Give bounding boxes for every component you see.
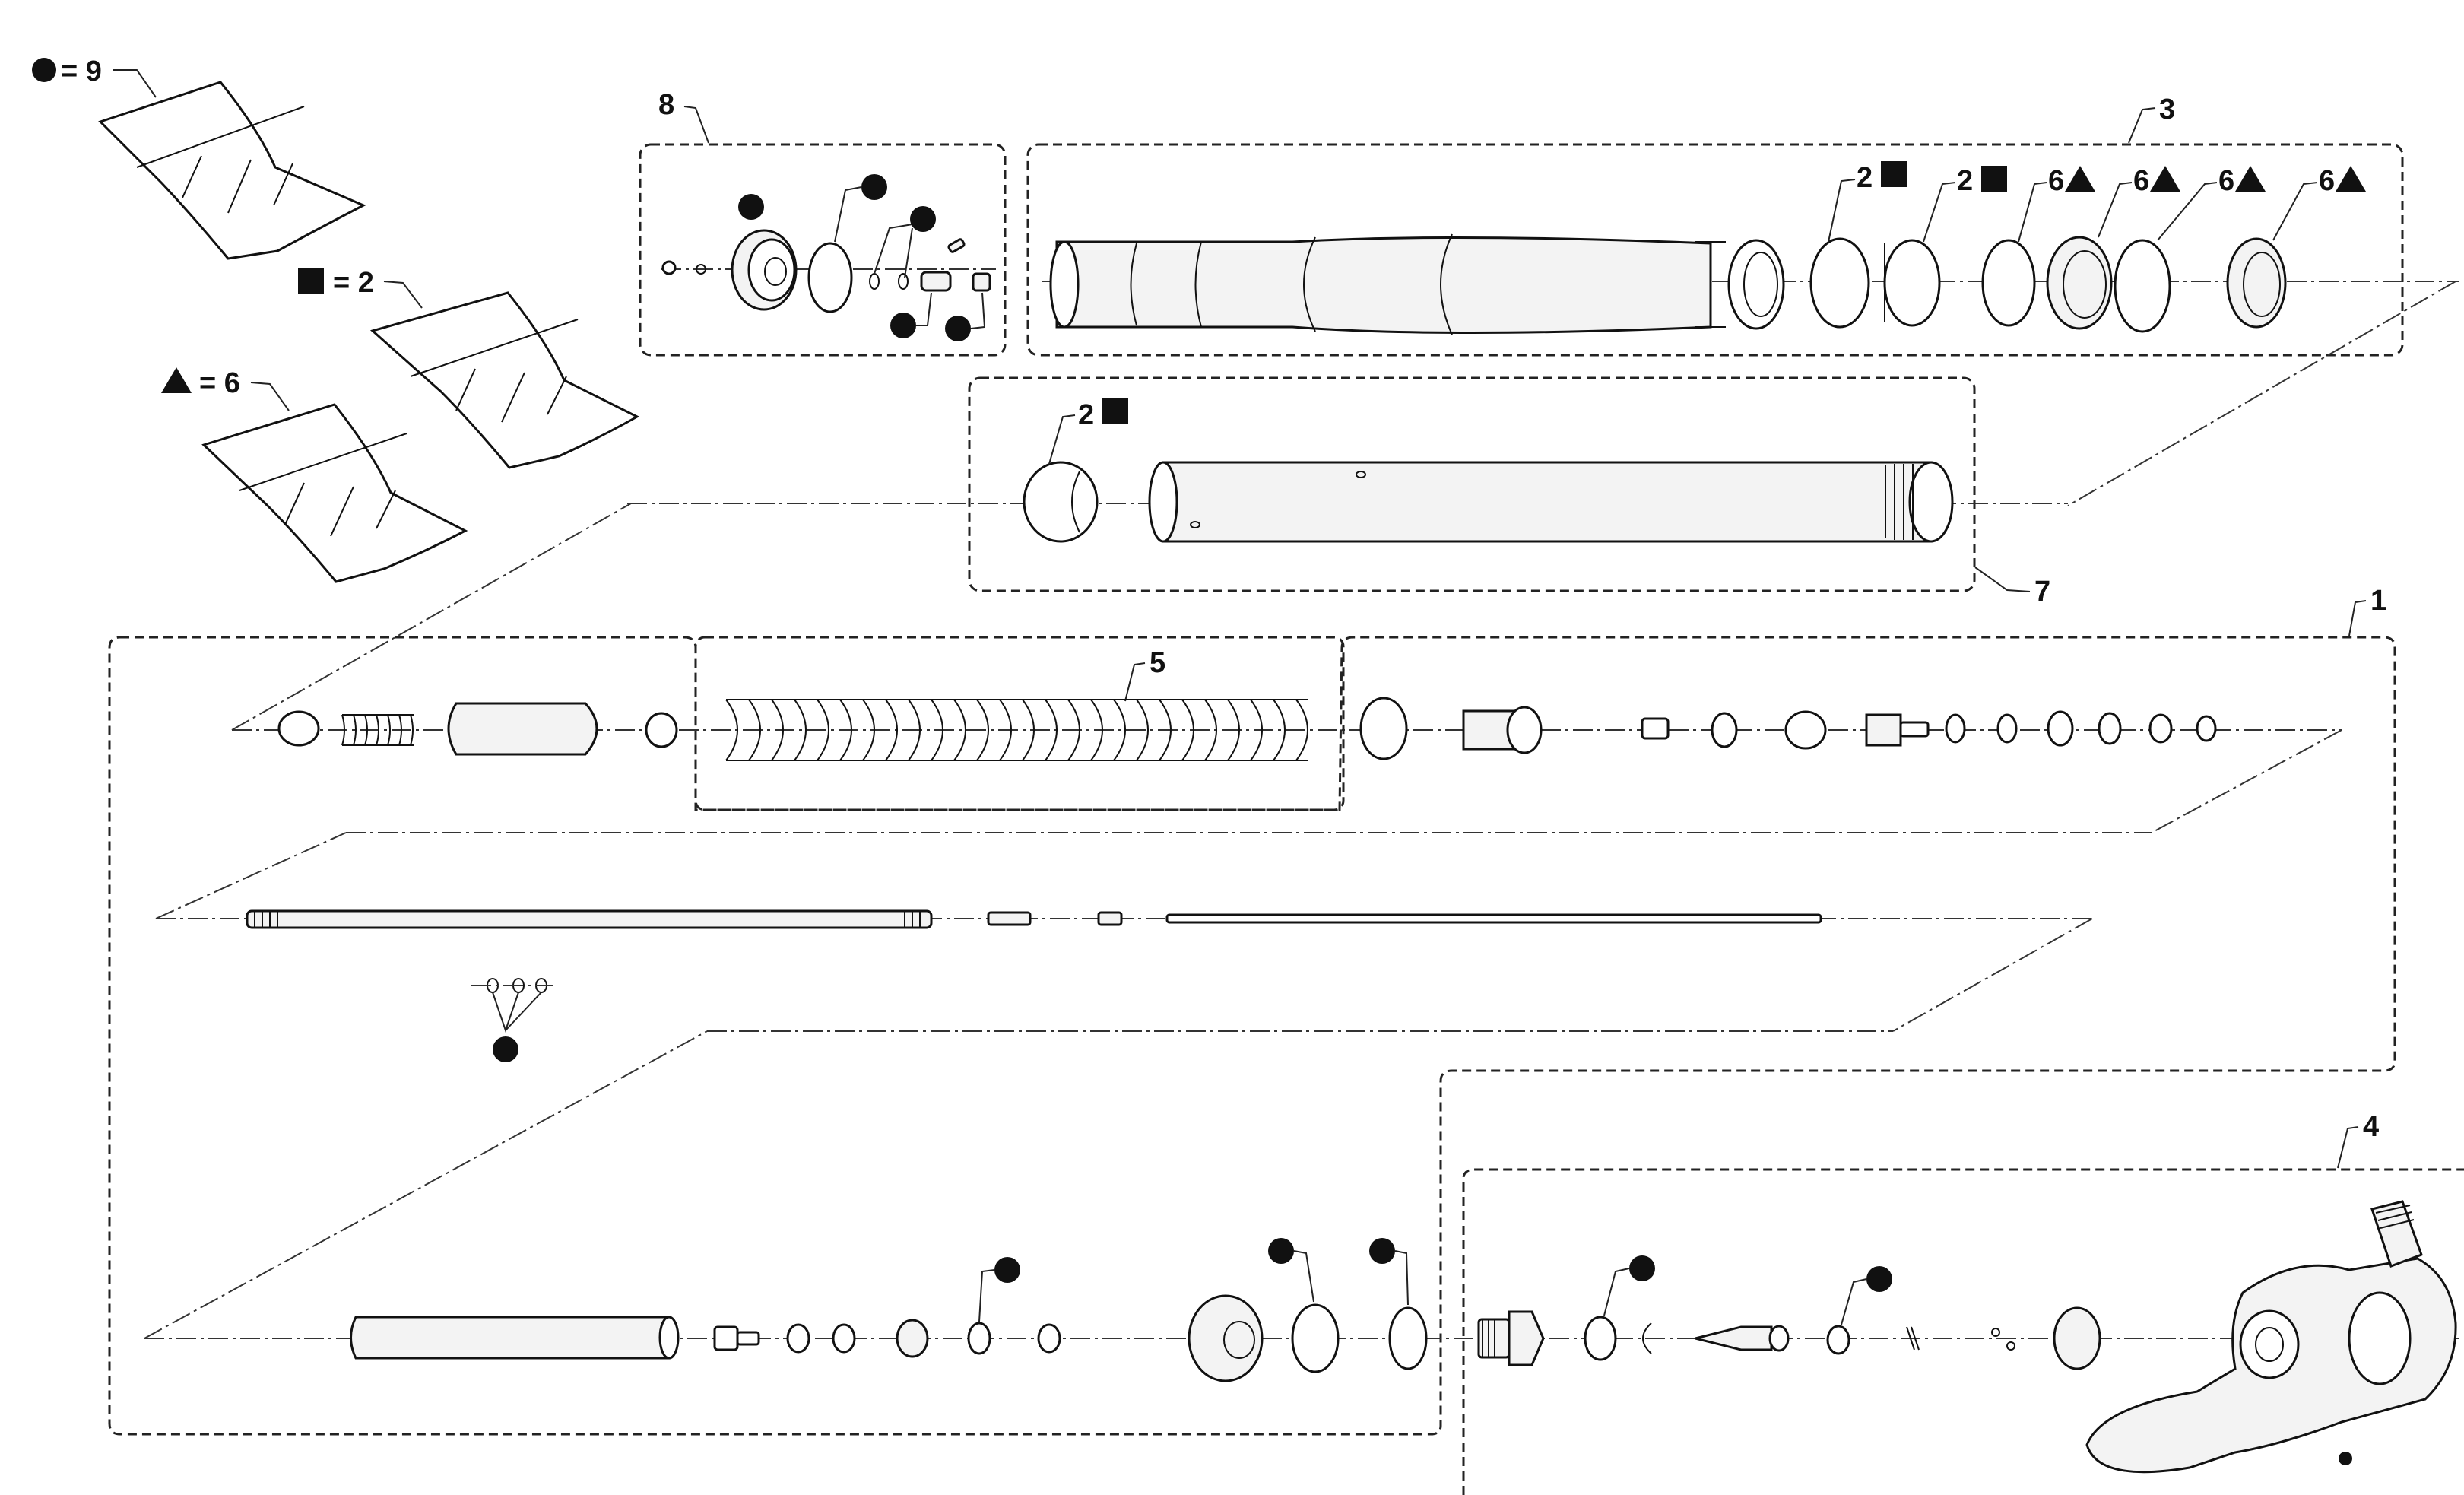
legend-circle: = 9	[32, 56, 157, 98]
threaded-adjuster	[1477, 1310, 1545, 1366]
circle-marker-icon	[1866, 1266, 1892, 1292]
seal-6a	[1981, 239, 2036, 327]
group-3-box: 3 2 2 6 6 6 6	[1026, 94, 2459, 506]
group-5-label: 5	[1150, 647, 1165, 679]
legend-square-label: = 2	[333, 267, 374, 299]
triangle-marker-icon	[2150, 166, 2180, 192]
square-marker-icon	[1102, 398, 1128, 424]
main-spring	[725, 699, 1308, 761]
circle-marker-icon	[738, 194, 764, 220]
circle-marker-icon	[994, 1257, 1020, 1283]
group-7-box: 7 2	[627, 376, 2068, 608]
small-spring	[341, 714, 414, 746]
triangle-marker-icon	[2235, 166, 2266, 192]
needle-valve	[1695, 1325, 1773, 1351]
spring-spacer	[447, 702, 598, 756]
compression-valve	[1188, 1294, 1264, 1382]
end-cap	[2053, 1306, 2101, 1370]
circle-symbol-icon	[32, 58, 56, 82]
parts-bag-circle	[98, 81, 366, 260]
bottom-out-lug	[2085, 1200, 2457, 1474]
o-ring-row3	[967, 1322, 991, 1355]
circle-marker-icon	[861, 174, 887, 200]
legend-circle-label: = 9	[61, 56, 102, 87]
seal-6d	[2226, 237, 2287, 329]
circle-marker-icon	[1268, 1238, 1294, 1264]
needle-rod	[1165, 913, 1822, 924]
triangle-symbol-icon	[161, 367, 192, 393]
group-4-label: 4	[2363, 1111, 2379, 1143]
seal-6b	[2046, 236, 2113, 330]
callout-6: 6	[2218, 165, 2234, 197]
group-4-box: 4	[1462, 1111, 2464, 1495]
group-1-label: 1	[2370, 585, 2386, 617]
square-marker-icon	[1881, 161, 1907, 187]
o-ring-a	[1291, 1303, 1340, 1373]
circle-marker-icon	[1629, 1255, 1655, 1281]
group-7-label: 7	[2034, 576, 2050, 608]
circle-marker-icon	[493, 1036, 518, 1062]
triangle-marker-icon	[2065, 166, 2095, 192]
callout-6: 6	[2319, 165, 2335, 197]
circle-marker-icon	[1369, 1238, 1395, 1264]
damper-rod	[246, 909, 933, 929]
triangle-marker-icon	[2336, 166, 2366, 192]
bushing-2b	[1883, 239, 1941, 327]
square-symbol-icon	[298, 268, 324, 294]
ring-2a	[1809, 237, 1870, 329]
upper-tube	[1055, 236, 1712, 334]
base-valve-tube	[350, 1316, 671, 1360]
circle-marker-icon	[890, 313, 916, 338]
callout-2: 2	[1078, 399, 1094, 431]
square-marker-icon	[1981, 166, 2007, 192]
parts-bag-square	[369, 291, 640, 469]
callout-6: 6	[2048, 165, 2064, 197]
o-ring-b	[1388, 1306, 1428, 1370]
legend-square: = 2	[298, 267, 423, 309]
group-8-label: 8	[658, 89, 674, 121]
callout-2: 2	[1957, 165, 1973, 197]
bushing-7	[1023, 461, 1099, 543]
callout-2: 2	[1857, 162, 1873, 194]
legend-triangle: = 6	[161, 367, 290, 411]
damper-tube	[1162, 461, 1933, 543]
adjuster-knob	[1865, 713, 1902, 747]
o-ring-8	[807, 242, 853, 313]
circle-marker-icon	[910, 206, 936, 232]
group-1-box: 1 5	[108, 503, 2459, 1436]
circle-marker-icon	[945, 316, 971, 341]
group-3-label: 3	[2159, 94, 2175, 125]
parts-bag-triangle	[201, 403, 468, 583]
ring-6c	[2114, 239, 2171, 333]
legend-triangle-label: = 6	[199, 367, 240, 399]
callout-6: 6	[2133, 165, 2149, 197]
group-8-box: 8	[639, 89, 1007, 357]
